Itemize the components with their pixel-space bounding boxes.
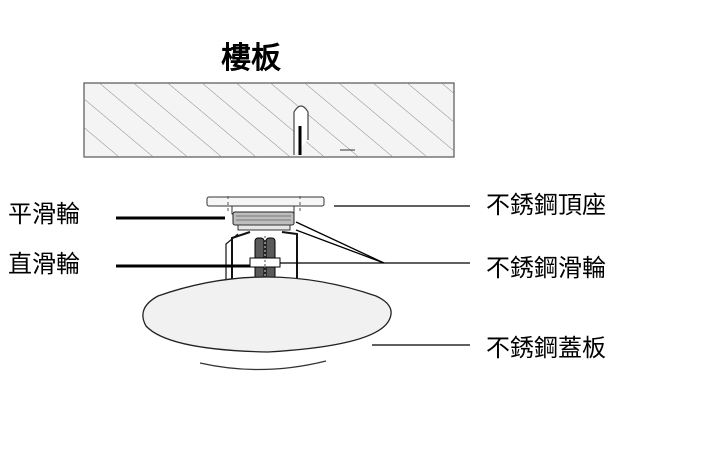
- vertical-wheel-label: 直滑輪: [8, 250, 80, 278]
- top-seat: [206, 196, 325, 215]
- cover-plate-edge: [199, 360, 327, 371]
- flat-wheel: [232, 211, 295, 231]
- floor-slab: [83, 82, 455, 158]
- cover-plate-label: 不銹鋼蓋板: [486, 334, 606, 362]
- leader-lines: [116, 205, 470, 346]
- ss-wheel-label: 不銹鋼滑輪: [486, 254, 606, 282]
- leader-wheel-a: [295, 221, 385, 264]
- top-seat-label: 不銹鋼頂座: [486, 191, 606, 219]
- cover-plate: [142, 276, 392, 371]
- leader-wheel-b: [295, 229, 385, 264]
- flat-wheel-label: 平滑輪: [8, 200, 80, 228]
- slab-label: 樓板: [221, 41, 281, 76]
